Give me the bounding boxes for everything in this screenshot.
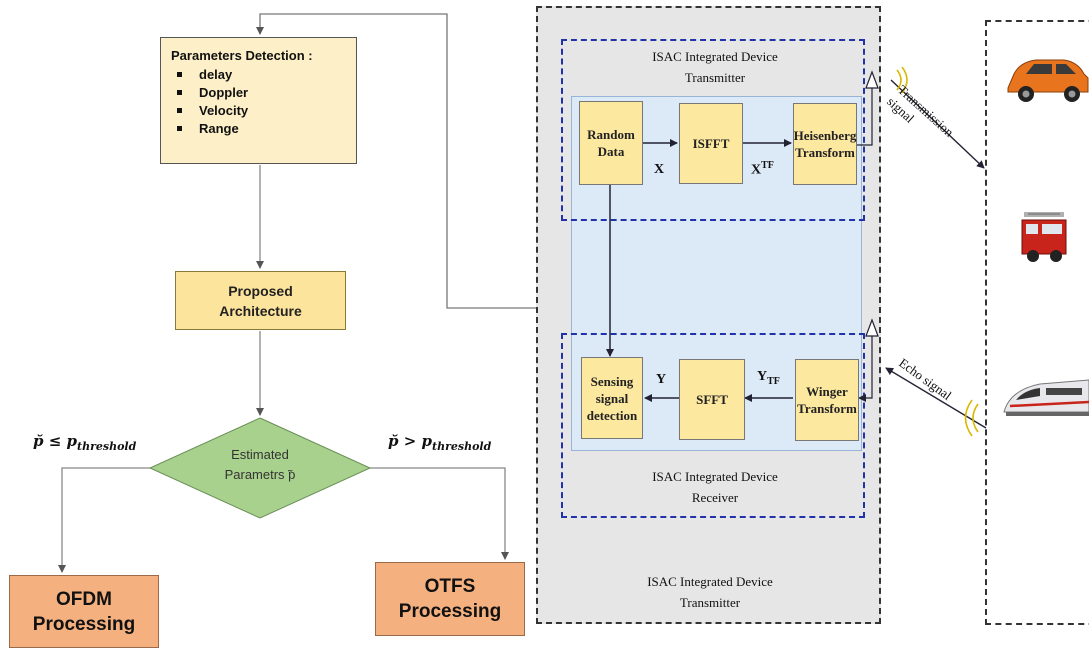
signal-x-label: X bbox=[654, 162, 665, 177]
winger-transform-block: Winger Transform bbox=[795, 359, 859, 441]
tx-antenna-icon bbox=[865, 70, 879, 89]
random-data-block: Random Data bbox=[579, 101, 643, 185]
signal-ytf-label: YTF bbox=[757, 369, 780, 387]
bottom-transmitter-title: ISAC Integrated Device Transmitter bbox=[647, 574, 773, 610]
proposed-architecture-box: Proposed Architecture bbox=[175, 271, 346, 330]
decision-line-2: Parametrs ̃p bbox=[224, 467, 296, 482]
parameter-item: Velocity bbox=[171, 103, 356, 118]
train-icon bbox=[1003, 379, 1089, 416]
parameter-item: Doppler bbox=[171, 85, 356, 100]
isfft-block: ISFFT bbox=[679, 103, 743, 184]
condition-left-sub: threshold bbox=[77, 440, 137, 453]
parameters-title: Parameters Detection : bbox=[171, 48, 313, 63]
receiver-section bbox=[561, 333, 865, 518]
signal-xtf-label: XTF bbox=[751, 160, 774, 178]
rx-wave-icon bbox=[964, 399, 979, 437]
decision-diamond bbox=[148, 417, 372, 519]
parameter-item: Range bbox=[171, 121, 356, 136]
parameter-item: delay bbox=[171, 67, 356, 82]
parameters-detection-box: Parameters Detection : delay Doppler Vel… bbox=[160, 37, 357, 164]
otfs-line-1: OTFS bbox=[424, 576, 476, 597]
otfs-processing-box: OTFS Processing bbox=[375, 562, 525, 636]
otfs-line-2: Processing bbox=[398, 601, 502, 622]
fire-truck-icon bbox=[1021, 212, 1067, 262]
signal-y-label: Y bbox=[656, 372, 667, 387]
decision-label: Estimated Parametrs ̃p bbox=[200, 445, 320, 485]
ofdm-line-2: Processing bbox=[32, 613, 136, 635]
architecture-label: Proposed Architecture bbox=[219, 282, 302, 319]
receiver-title: ISAC Integrated Device Receiver bbox=[652, 469, 778, 505]
parameters-list: delay Doppler Velocity Range bbox=[171, 67, 356, 136]
condition-left: p̆ ≤ pthreshold bbox=[33, 432, 137, 453]
ofdm-processing-box: OFDM Processing bbox=[9, 575, 159, 648]
transmitter-title: ISAC Integrated Device Transmitter bbox=[652, 49, 778, 85]
heisenberg-transform-block: Heisenberg Transform bbox=[793, 103, 857, 185]
sensing-detection-block: Sensing signal detection bbox=[581, 357, 643, 439]
car-icon bbox=[1007, 59, 1089, 102]
tx-wave-icon bbox=[896, 66, 908, 94]
condition-right-sub: threshold bbox=[432, 440, 492, 453]
transmitter-section bbox=[561, 39, 865, 221]
ofdm-line-1: OFDM bbox=[56, 588, 112, 610]
rx-antenna-icon bbox=[865, 318, 879, 337]
sfft-block: SFFT bbox=[679, 359, 745, 440]
decision-line-1: Estimated bbox=[231, 447, 289, 462]
condition-right: p̆ > pthreshold bbox=[388, 432, 492, 453]
targets-panel bbox=[985, 20, 1089, 625]
